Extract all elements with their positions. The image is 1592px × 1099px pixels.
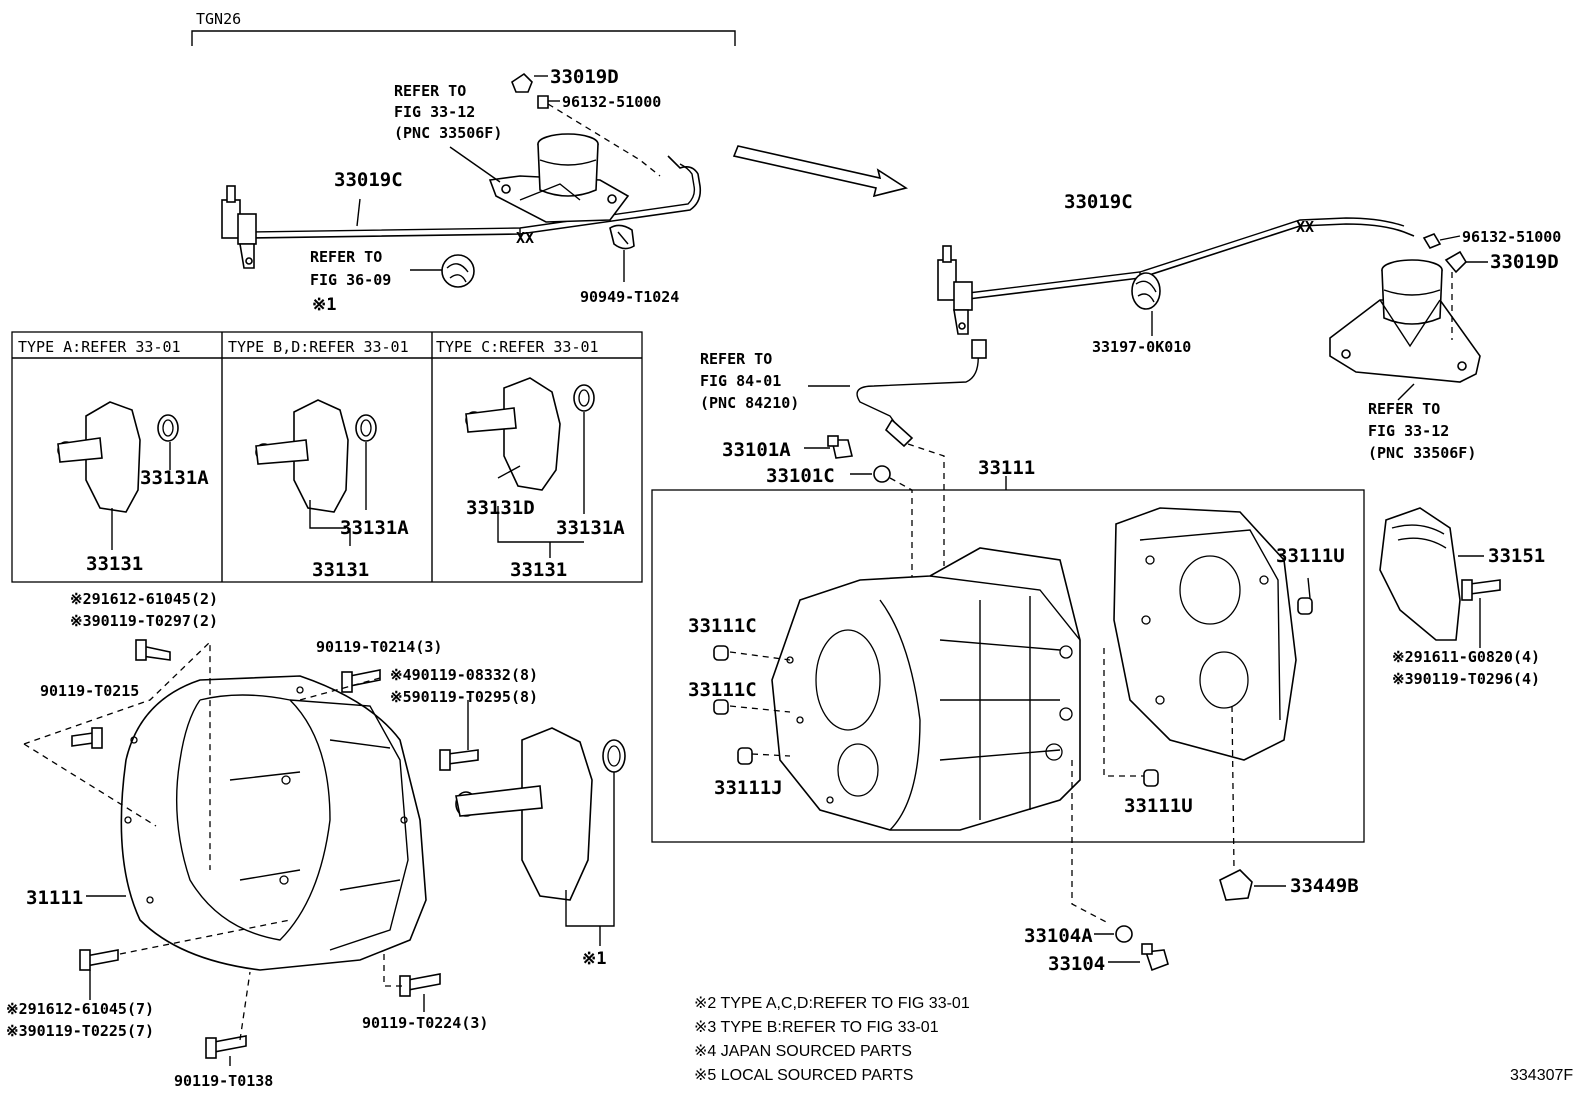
speed-sensor-cable xyxy=(808,339,987,566)
label-33111C-lower: 33111C xyxy=(688,679,757,701)
direction-arrow xyxy=(732,145,908,198)
labels-top-right: 33019C 96132-51000 33019D 33197-0K010 RE… xyxy=(1064,191,1561,462)
ref-fig-33-12b-line2: FIG 33-12 xyxy=(1368,422,1449,440)
label-90949: 90949-T1024 xyxy=(580,288,679,306)
label-33151: 33151 xyxy=(1488,545,1545,567)
footnote-2: ※2 TYPE A,C,D:REFER TO FIG 33-01 xyxy=(694,995,970,1012)
table-header-type-c: TYPE C:REFER 33-01 xyxy=(436,338,599,356)
label-390119-right: ※390119-T0296(4) xyxy=(1392,670,1540,688)
label-490119: ※490119-08332(8) xyxy=(390,666,538,684)
table-header-type-bd: TYPE B,D:REFER 33-01 xyxy=(228,338,409,356)
label-33019D-left: 33019D xyxy=(550,66,619,88)
label-90119-T0215: 90119-T0215 xyxy=(40,682,139,700)
labels-sensor: REFER TO FIG 84-01 (PNC 84210) xyxy=(700,350,799,412)
hose-assembly-right: XX xyxy=(937,217,1488,401)
label-33104A: 33104A xyxy=(1024,925,1093,947)
extension-cover: 33151 ※291611-G0820(4) ※390119-T0296(4) xyxy=(1379,507,1545,688)
type-table: TYPE A:REFER 33-01 TYPE B,D:REFER 33-01 … xyxy=(11,331,643,583)
ref-fig-36-09-line2: FIG 36-09 xyxy=(310,271,391,289)
label-390119-bottom: ※390119-T0225(7) xyxy=(6,1022,154,1040)
footnote-5: ※5 LOCAL SOURCED PARTS xyxy=(694,1067,913,1084)
transmission-case-group: 33111 33111C 33111 xyxy=(651,457,1365,925)
label-33197: 33197-0K010 xyxy=(1092,338,1191,356)
labels-bell-housing: ※291612-61045(2) ※390119-T0297(2) 90119-… xyxy=(6,590,538,1090)
footnote-4: ※4 JAPAN SOURCED PARTS xyxy=(694,1043,912,1060)
footnote-3: ※3 TYPE B:REFER TO FIG 33-01 xyxy=(694,1019,939,1036)
label-33111U-upper: 33111U xyxy=(1276,545,1345,567)
label-33131D: 33131D xyxy=(466,497,535,519)
ref-fig-33-12-line1: REFER TO xyxy=(394,82,466,100)
svg-text:XX: XX xyxy=(516,229,534,247)
label-33111: 33111 xyxy=(978,457,1035,479)
label-33131A-a: 33131A xyxy=(140,467,209,489)
ref-fig-36-09-line1: REFER TO xyxy=(310,248,382,266)
label-590119: ※590119-T0295(8) xyxy=(390,688,538,706)
label-33111U-lower: 33111U xyxy=(1124,795,1193,817)
drain-plug-parts: 33449B 33104A 33104 xyxy=(1024,869,1359,975)
model-label: TGN26 xyxy=(196,10,241,28)
hose-assembly-left: XX xyxy=(221,72,702,288)
label-291612-top: ※291612-61045(2) xyxy=(70,590,218,608)
bell-housing xyxy=(23,639,479,1066)
label-390119-top: ※390119-T0297(2) xyxy=(70,612,218,630)
ref-fig-33-12b-line1: REFER TO xyxy=(1368,400,1440,418)
label-33131-bd: 33131 xyxy=(312,559,369,581)
ref-fig-33-12-line2: FIG 33-12 xyxy=(394,103,475,121)
label-33019C-right: 33019C xyxy=(1064,191,1133,213)
label-33019C-left: 33019C xyxy=(334,169,403,191)
ref-fig-33-12-line3: (PNC 33506F) xyxy=(394,124,502,142)
label-90119-T0138: 90119-T0138 xyxy=(174,1072,273,1090)
model-bracket: TGN26 xyxy=(191,10,736,46)
label-33131-c: 33131 xyxy=(510,559,567,581)
ref-fig-84-01-line1: REFER TO xyxy=(700,350,772,368)
table-header-type-a: TYPE A:REFER 33-01 xyxy=(18,338,181,356)
label-mark-1-center: ※1 xyxy=(582,949,606,969)
plug-and-gasket: 33101A 33101C xyxy=(722,435,913,580)
label-33111C-upper: 33111C xyxy=(688,615,757,637)
label-31111: 31111 xyxy=(26,887,83,909)
label-90119-T0214: 90119-T0214(3) xyxy=(316,638,442,656)
ref-fig-84-01-line3: (PNC 84210) xyxy=(700,394,799,412)
bearing-retainer-center: ※1 xyxy=(455,727,626,969)
label-90119-T0224: 90119-T0224(3) xyxy=(362,1014,488,1032)
label-33101A: 33101A xyxy=(722,439,791,461)
footnotes: ※2 TYPE A,C,D:REFER TO FIG 33-01 ※3 TYPE… xyxy=(694,995,1573,1084)
label-291612-bottom: ※291612-61045(7) xyxy=(6,1000,154,1018)
ref-fig-33-12b-line3: (PNC 33506F) xyxy=(1368,444,1476,462)
svg-text:XX: XX xyxy=(1296,218,1314,236)
label-33101C: 33101C xyxy=(766,465,835,487)
label-33131A-bd: 33131A xyxy=(340,517,409,539)
ref-fig-84-01-line2: FIG 84-01 xyxy=(700,372,781,390)
labels-top-left: 33019D 96132-51000 REFER TO FIG 33-12 (P… xyxy=(310,66,679,315)
label-33019D-right: 33019D xyxy=(1490,251,1559,273)
label-33131-a: 33131 xyxy=(86,553,143,575)
label-33104: 33104 xyxy=(1048,953,1105,975)
label-33111J: 33111J xyxy=(714,777,783,799)
label-33131A-c: 33131A xyxy=(556,517,625,539)
label-96132-left: 96132-51000 xyxy=(562,93,661,111)
label-96132-right: 96132-51000 xyxy=(1462,228,1561,246)
label-33449B: 33449B xyxy=(1290,875,1359,897)
note-mark-1: ※1 xyxy=(312,295,336,315)
label-291611: ※291611-G0820(4) xyxy=(1392,648,1540,666)
illustration-id: 334307F xyxy=(1510,1067,1573,1084)
